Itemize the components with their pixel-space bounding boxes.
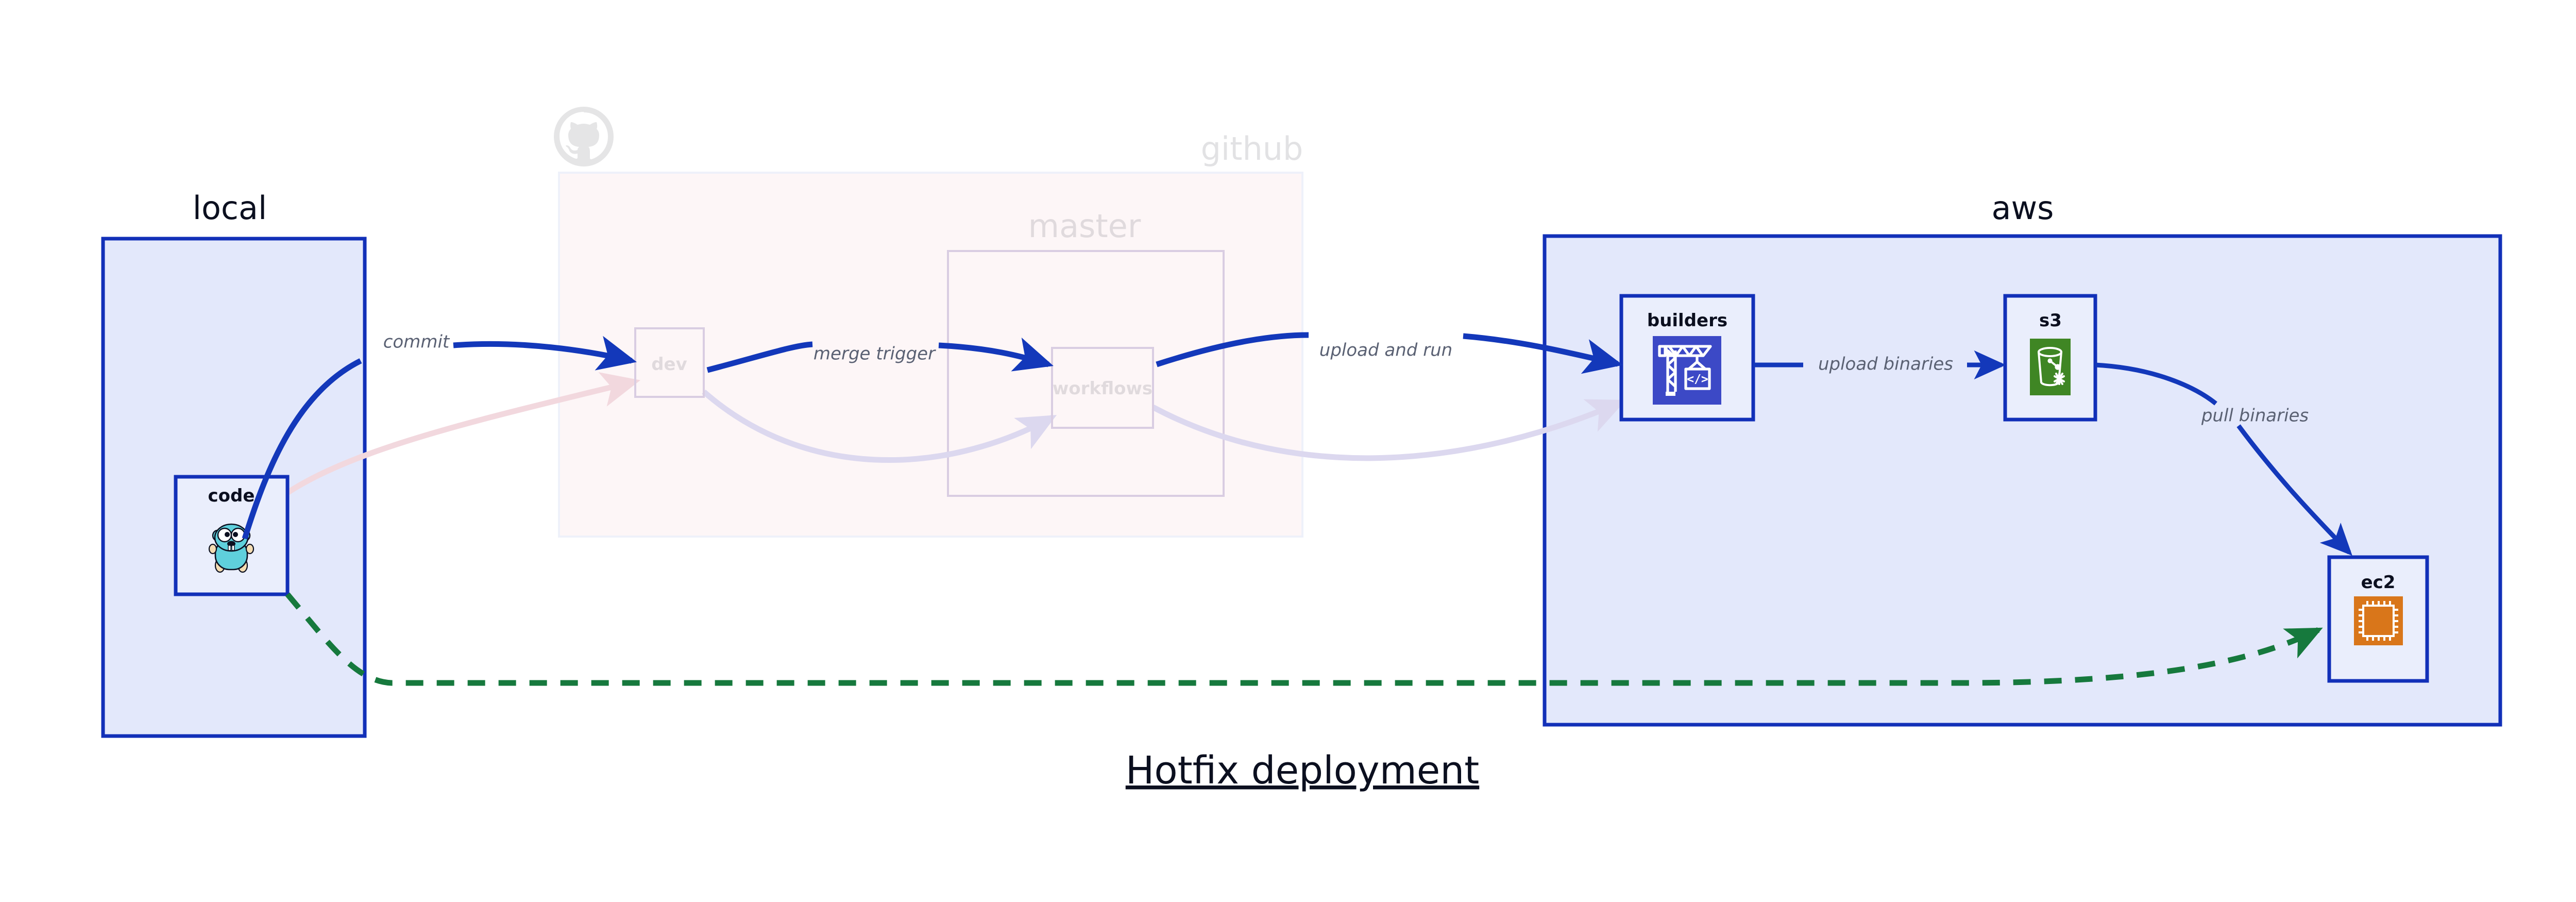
- page-title: Hotfix deployment: [1126, 748, 1480, 793]
- group-label-aws: aws: [1991, 189, 2054, 227]
- edge-faded-dev-workflows: [702, 389, 1057, 463]
- edge-pull-binaries-tail: [2095, 362, 2217, 406]
- github-octocat-icon: [554, 107, 614, 166]
- github-container[interactable]: [558, 172, 1303, 538]
- edge-commit-head: [453, 336, 637, 371]
- cpu-chip-icon: [2354, 596, 2403, 645]
- node-builders[interactable]: builders </>: [1619, 294, 1755, 422]
- edge-hotfix-direct: [285, 592, 2323, 686]
- edge-label-upload-and-run: upload and run: [1319, 340, 1452, 361]
- edge-label-commit: commit: [383, 332, 450, 353]
- edge-pull-binaries-head: [2236, 424, 2352, 556]
- edge-label-pull-binaries: pull binaries: [2201, 406, 2309, 426]
- edge-upload-and-run-head: [1463, 333, 1623, 374]
- node-label-builders: builders: [1647, 310, 1727, 331]
- edge-commit-tail: [242, 358, 362, 540]
- node-ec2[interactable]: ec2: [2327, 555, 2429, 683]
- node-dev[interactable]: dev: [634, 327, 705, 398]
- node-s3[interactable]: s3: [2003, 294, 2097, 422]
- group-local[interactable]: local: [101, 189, 367, 738]
- edge-label-upload-binaries: upload binaries: [1818, 354, 1953, 375]
- edge-merge-trigger-tail: [706, 341, 813, 373]
- node-label-dev: dev: [651, 354, 687, 375]
- node-label-code: code: [208, 486, 255, 506]
- node-code[interactable]: code: [174, 475, 290, 596]
- node-label-ec2: ec2: [2361, 572, 2396, 593]
- edge-faded-workflows-builders: [1151, 399, 1626, 461]
- go-gopher-icon: [208, 523, 255, 573]
- subgroup-master-container[interactable]: [947, 250, 1225, 497]
- solid-edges: commit merge trigger upload and run uplo…: [242, 332, 2352, 686]
- group-github[interactable]: github master: [554, 107, 1303, 538]
- workflows-box[interactable]: [1051, 347, 1154, 429]
- edge-merge-trigger-head: [938, 337, 1054, 372]
- node-label-workflows: workflows: [1053, 378, 1153, 399]
- s3-bucket-icon: [2030, 339, 2071, 395]
- edge-label-merge-trigger: merge trigger: [814, 344, 936, 364]
- crane-code-icon: </>: [1653, 336, 1721, 405]
- group-label-master: master: [1028, 207, 1141, 245]
- code-brackets-glyph: </>: [1687, 373, 1708, 386]
- edge-upload-and-run-tail: [1156, 332, 1309, 368]
- group-label-local: local: [193, 189, 267, 227]
- node-label-s3: s3: [2039, 310, 2062, 331]
- node-workflows[interactable]: workflows: [1051, 347, 1154, 429]
- group-label-github: github: [1201, 130, 1303, 168]
